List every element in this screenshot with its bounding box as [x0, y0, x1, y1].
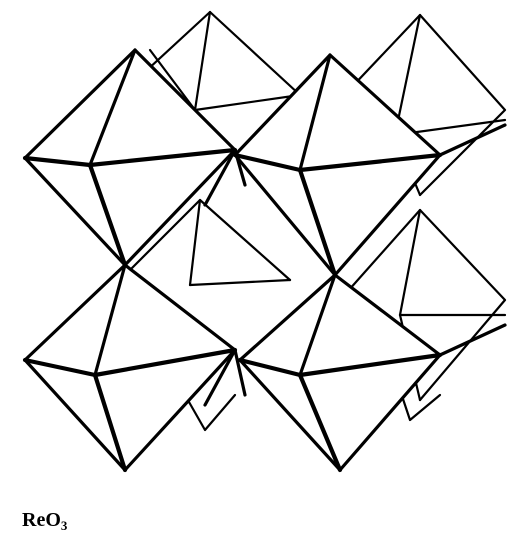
formula-main: ReO — [22, 509, 61, 531]
octahedron-back-bottom-left — [185, 395, 235, 430]
compound-formula-label: ReO3 — [22, 510, 67, 532]
formula-subscript: 3 — [61, 518, 68, 533]
